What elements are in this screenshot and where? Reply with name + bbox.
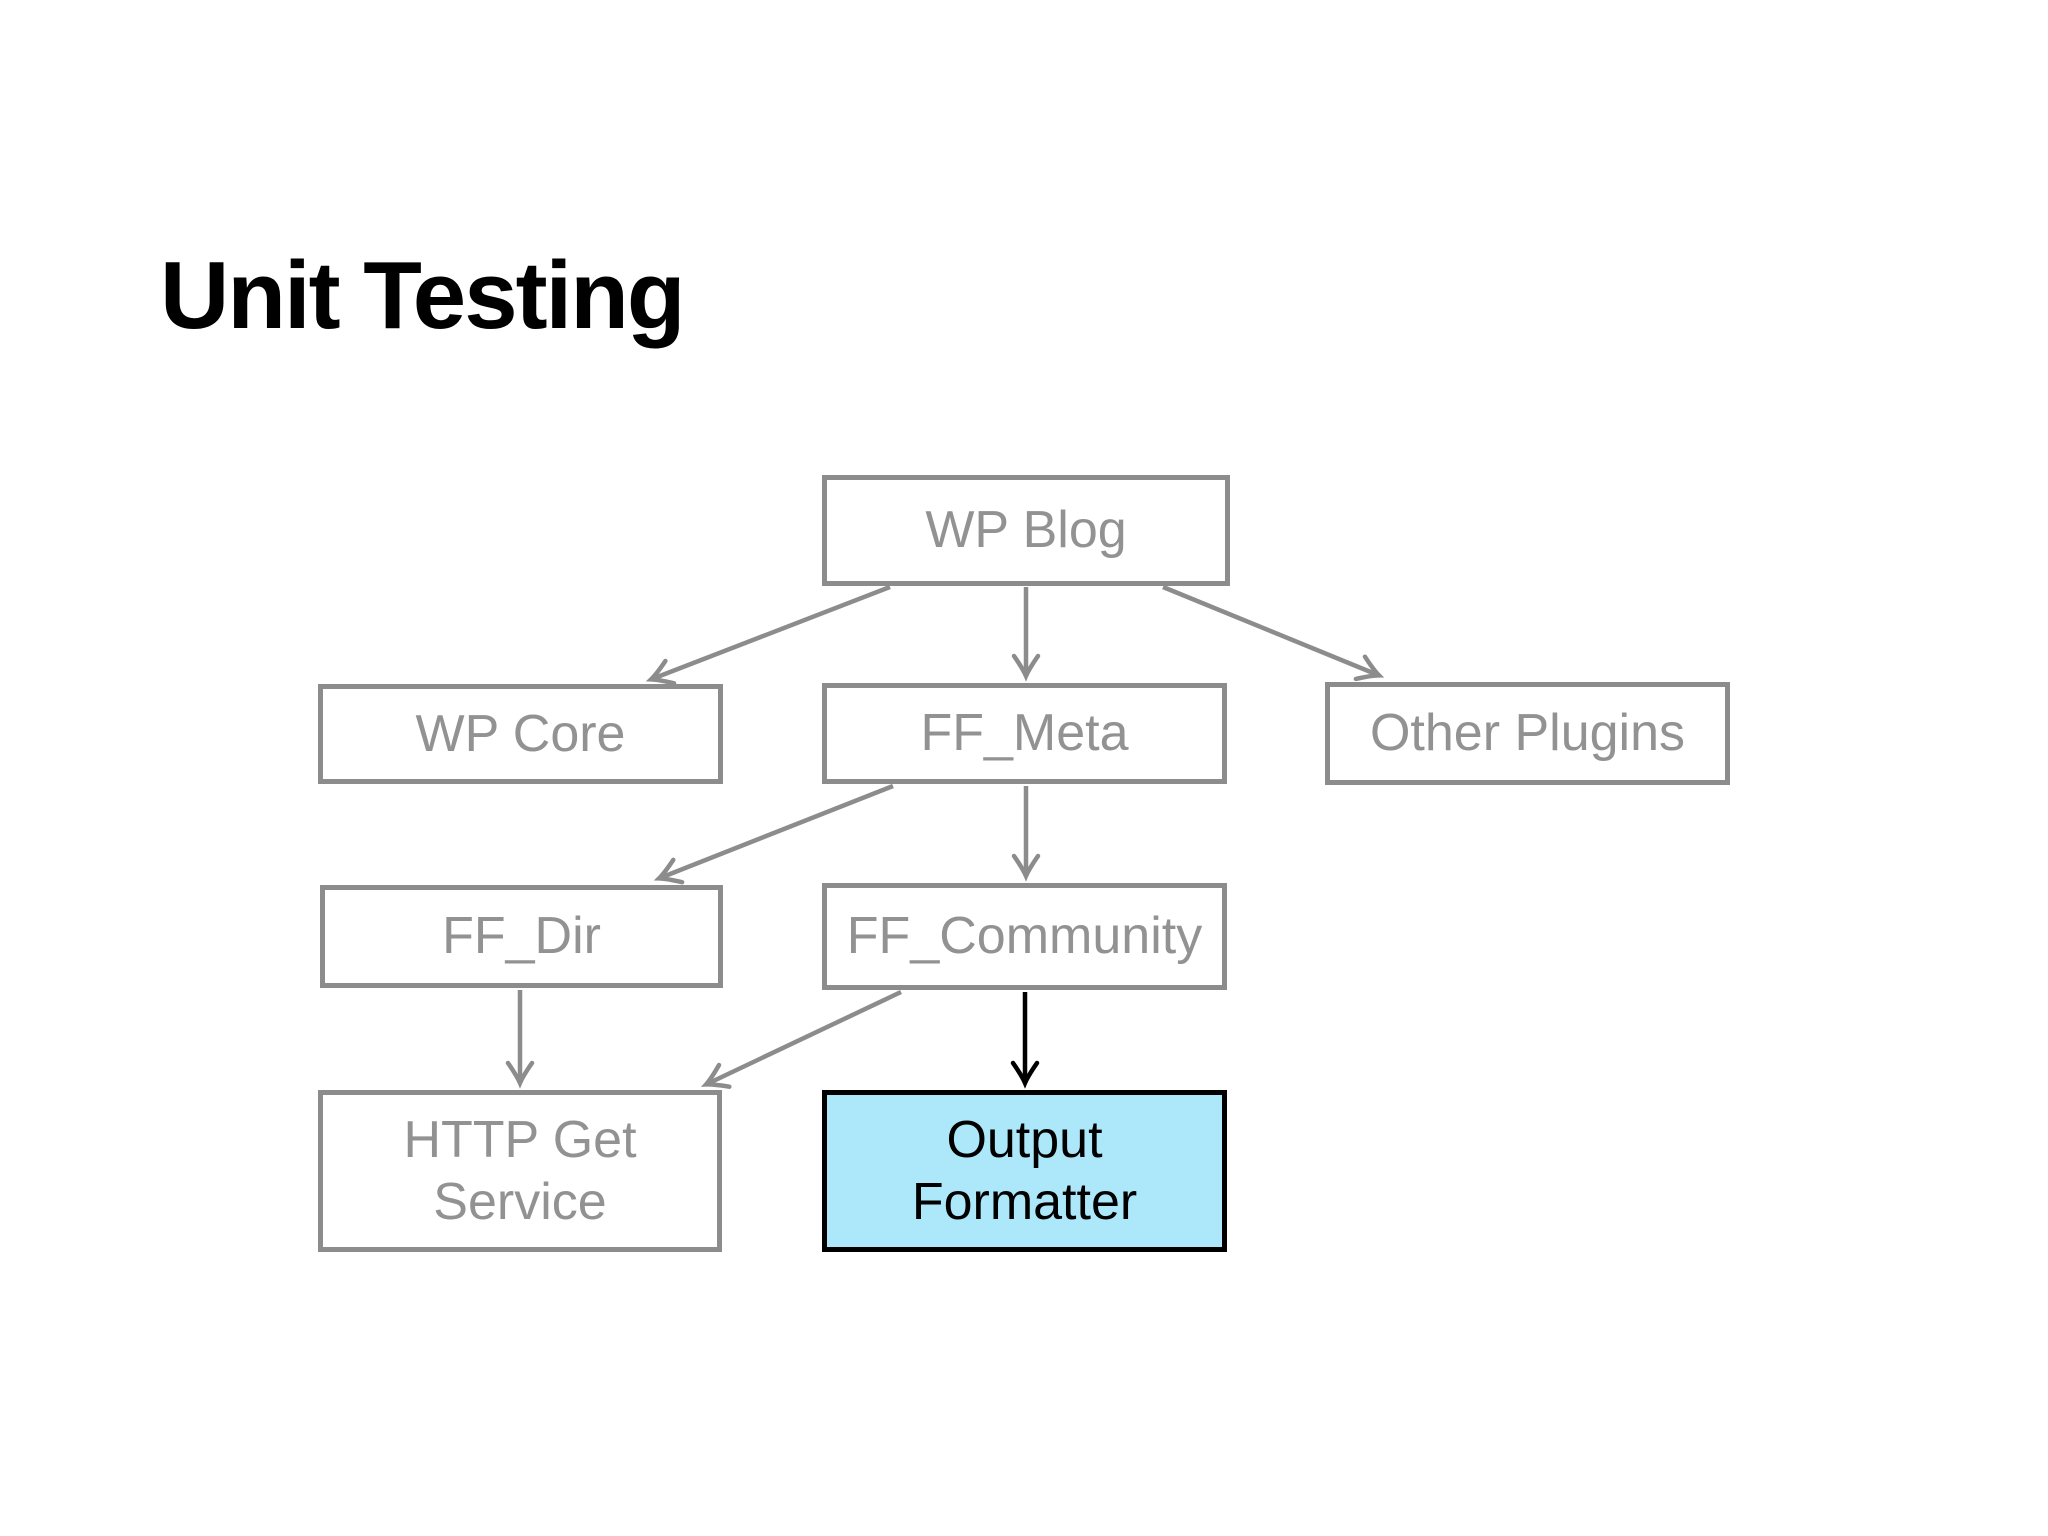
node-label-output-formatter: Output Formatter xyxy=(911,1110,1138,1231)
node-label-wp-core: WP Core xyxy=(415,704,626,763)
arrow-wp-blog-to-other-plugins xyxy=(1162,584,1385,682)
node-label-http-get-service: HTTP Get Service xyxy=(403,1110,637,1231)
node-other-plugins: Other Plugins xyxy=(1325,682,1730,785)
node-ff-meta: FF_Meta xyxy=(822,683,1227,784)
node-label-ff-dir: FF_Dir xyxy=(442,907,601,966)
edge-layer xyxy=(505,584,1385,1089)
node-ff-community: FF_Community xyxy=(822,883,1227,990)
node-label-ff-meta: FF_Meta xyxy=(920,704,1129,763)
node-label-ff-community: FF_Community xyxy=(846,907,1203,966)
node-wp-blog: WP Blog xyxy=(822,475,1230,586)
page-title: Unit Testing xyxy=(160,242,685,349)
node-http-get-service: HTTP Get Service xyxy=(318,1090,722,1252)
node-label-other-plugins: Other Plugins xyxy=(1369,704,1686,763)
node-label-wp-blog: WP Blog xyxy=(925,501,1127,560)
node-ff-dir: FF_Dir xyxy=(320,885,723,988)
node-output-formatter: Output Formatter xyxy=(822,1090,1227,1252)
arrow-ff-meta-to-ff-dir xyxy=(653,783,894,885)
arrow-ff-community-to-http-get-service xyxy=(700,989,902,1089)
node-wp-core: WP Core xyxy=(318,684,723,784)
arrow-wp-blog-to-wp-core xyxy=(645,584,891,686)
